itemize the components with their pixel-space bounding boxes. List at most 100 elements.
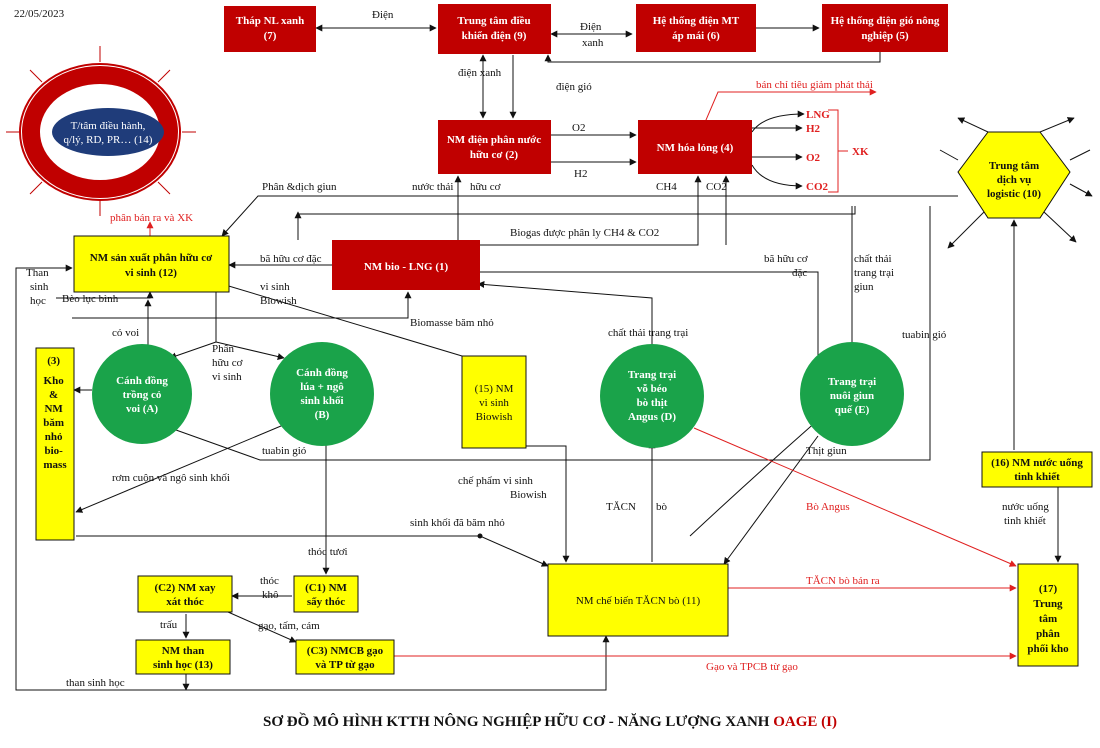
svg-text:tuabin gió: tuabin gió: [262, 445, 307, 457]
svg-text:tinh khiết: tinh khiết: [1004, 515, 1046, 527]
svg-text:rơm cuộn và ngô sinh khối: rơm cuộn và ngô sinh khối: [112, 472, 230, 484]
output-h2: H2: [806, 123, 821, 135]
svg-text:xanh: xanh: [582, 37, 604, 49]
svg-text:giun: giun: [854, 281, 874, 293]
edge-4-lng: [751, 110, 805, 133]
svg-text:thóc tươi: thóc tươi: [308, 546, 348, 558]
edge-D-1: [477, 281, 653, 352]
node-3[interactable]: (3) Kho & NM băm nhỏ bio- mass: [35, 347, 75, 541]
svg-text:vi sinh: vi sinh: [260, 281, 290, 293]
svg-text:TĂCN: TĂCN: [606, 501, 636, 513]
svg-text:Phân: Phân: [212, 343, 235, 355]
edge-tuabin: [175, 206, 931, 461]
svg-text:NM bio - LNG (1): NM bio - LNG (1): [364, 261, 449, 273]
node-1[interactable]: NM bio - LNG (1): [332, 240, 480, 290]
svg-text:NM hóa lỏng (4): NM hóa lỏng (4): [657, 142, 734, 154]
edge-10-12: [221, 195, 958, 237]
svg-text:cỏ voi: cỏ voi: [112, 327, 139, 339]
svg-text:bã hữu cơ đặc: bã hữu cơ đặc: [260, 253, 322, 265]
svg-text:(3) Kho & NM: (3) Kho & NM băm nhỏ bio- mass: [43, 355, 67, 471]
outputs-4: LNG H2 O2 CO2 XK: [806, 109, 869, 193]
svg-text:Than: Than: [26, 267, 49, 279]
svg-text:bã hữu cơ: bã hữu cơ: [764, 253, 808, 265]
edge-than-11: [186, 635, 610, 691]
edge-labels: Điện Điện xanh điện xanh điện gió bán ch…: [26, 9, 1049, 689]
edge-E-11: [723, 435, 819, 565]
svg-text:chất thải: chất thải: [854, 253, 892, 265]
output-lng: LNG: [806, 109, 830, 121]
svg-text:đặc: đặc: [792, 267, 807, 279]
diagram-title: SƠ ĐỒ MÔ HÌNH KTTH NÔNG NGHIỆP HỮU CƠ - …: [263, 712, 837, 730]
svg-text:TĂCN bò bán ra: TĂCN bò bán ra: [806, 575, 880, 587]
connectors-red: [146, 88, 1017, 660]
svg-text:trang trại: trang trại: [854, 267, 894, 279]
svg-text:NM chế biến TĂCN bò (11): NM chế biến TĂCN bò (11): [576, 595, 701, 607]
svg-text:H2: H2: [574, 168, 587, 180]
edge-sk-E: [689, 419, 819, 537]
svg-text:chế phẩm vi sinh: chế phẩm vi sinh: [458, 475, 533, 487]
edge-5-9: [544, 52, 881, 63]
svg-text:trấu: trấu: [160, 619, 178, 631]
svg-text:bò: bò: [656, 501, 668, 513]
edge-D-17: [693, 427, 1017, 567]
node-11[interactable]: NM chế biến TĂCN bò (11): [547, 563, 729, 637]
svg-text:Tháp NL xanh(7): Tháp NL xanh(7): [236, 15, 304, 42]
svg-text:CO2: CO2: [706, 181, 727, 193]
edge-15-12: [221, 282, 463, 357]
svg-text:thóc: thóc: [260, 575, 279, 587]
edge-4-co2: [751, 164, 803, 190]
node-14[interactable]: T/tâm điều hành,q/lý, RD, PR… (14): [19, 63, 181, 201]
svg-text:chất thải trang trại: chất thải trang trại: [608, 327, 688, 339]
svg-text:Gạo và TPCB từ gạo: Gạo và TPCB từ gạo: [706, 661, 798, 673]
node-4[interactable]: NM hóa lỏng (4): [638, 120, 752, 174]
svg-text:khô: khô: [262, 589, 279, 601]
node-7[interactable]: Tháp NL xanh(7): [224, 6, 316, 52]
svg-text:điện xanh: điện xanh: [458, 67, 502, 79]
xk-bracket: [828, 109, 839, 193]
svg-text:Điện: Điện: [372, 9, 394, 21]
svg-text:Bèo lục bình: Bèo lục bình: [62, 293, 119, 305]
svg-text:điện gió: điện gió: [556, 81, 592, 93]
svg-text:Biowish: Biowish: [510, 489, 547, 501]
svg-text:nước uống: nước uống: [1002, 501, 1049, 513]
svg-text:CH4: CH4: [656, 181, 677, 193]
svg-text:Biomasse băm nhỏ: Biomasse băm nhỏ: [410, 317, 494, 329]
svg-text:nước thải: nước thải: [412, 181, 453, 193]
edge-C2-C3: [227, 611, 297, 643]
date-stamp: 22/05/2023: [14, 8, 65, 20]
svg-text:sinh: sinh: [30, 281, 49, 293]
svg-text:phân bán ra và XK: phân bán ra và XK: [110, 212, 193, 224]
sun-decoration: [6, 46, 196, 216]
svg-text:Phân &dịch giun: Phân &dịch giun: [262, 181, 337, 193]
